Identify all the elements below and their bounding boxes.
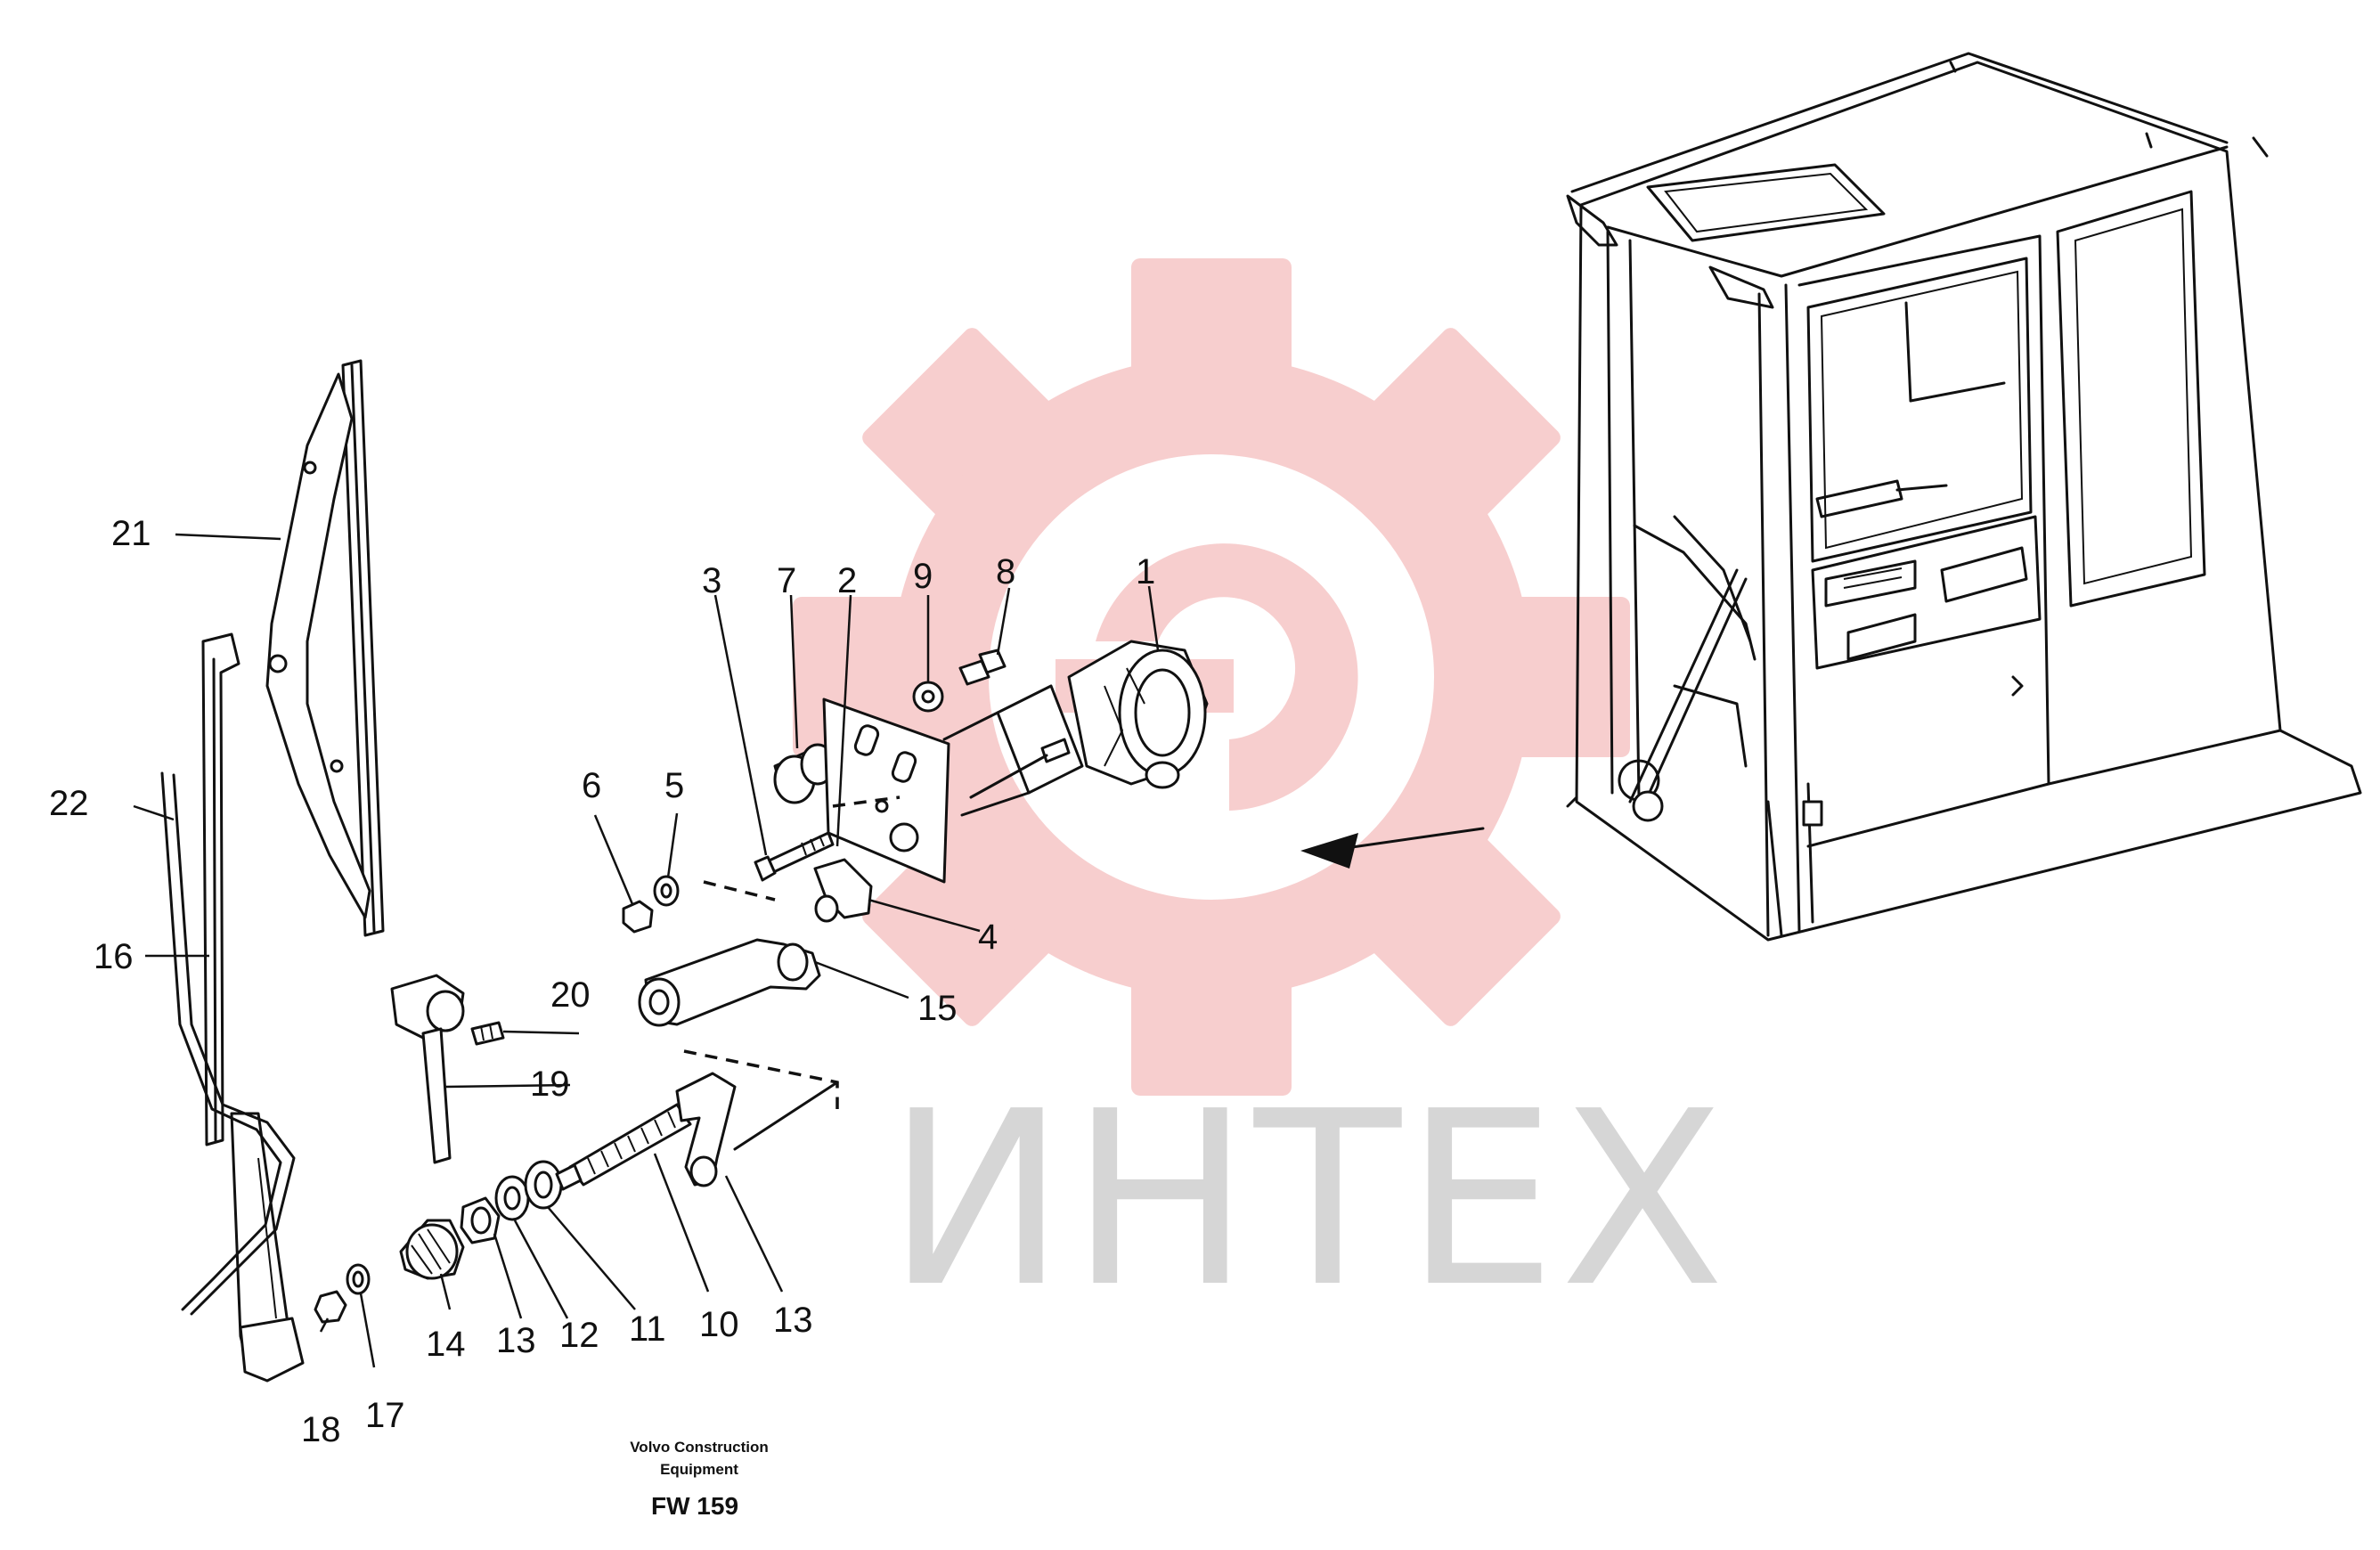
washer-9-part [912, 681, 944, 713]
alignment-dashed-lines [683, 880, 839, 1151]
wiper-blade-part [265, 359, 385, 937]
wiper-arm-part [201, 632, 305, 1383]
callout-3: 3 [702, 561, 721, 600]
bolt-3-part [754, 831, 835, 882]
callout-5: 5 [664, 766, 684, 805]
nut-13-part [460, 1196, 501, 1244]
clamp-19-part [390, 974, 465, 1164]
mounting-plate-2-part [822, 698, 950, 884]
crank-15-part [638, 938, 821, 1027]
nut-18-part [314, 1290, 347, 1324]
screw-8-part [958, 649, 1007, 686]
callout-21: 21 [111, 514, 151, 553]
shaft-10-part [555, 1103, 692, 1191]
watermark-text: ИНТЕХ [886, 1059, 1729, 1340]
bracket-4-part [813, 858, 873, 923]
figure-caption: Volvo Construction Equipment FW 159 [630, 1439, 769, 1520]
callout-17: 17 [365, 1396, 405, 1435]
callout-18: 18 [301, 1410, 341, 1449]
caption-line-1: Volvo Construction [630, 1439, 769, 1456]
callout-11: 11 [629, 1309, 666, 1349]
washer-hose-part [160, 771, 296, 1316]
callout-16: 16 [94, 937, 134, 976]
callout-22: 22 [49, 784, 89, 823]
caption-code: FW 159 [651, 1492, 738, 1520]
watermark-gear-logo: ИНТЕХ [793, 258, 1729, 1340]
callout-14: 14 [426, 1325, 466, 1364]
callout-10: 10 [699, 1305, 739, 1344]
callout-7: 7 [777, 561, 796, 600]
direction-arrow [1300, 827, 1485, 869]
cap-nut-14-part [399, 1219, 465, 1280]
callout-19: 19 [530, 1065, 570, 1104]
spacer-7-part [773, 743, 835, 804]
nut-6-part [622, 900, 654, 934]
callout-20: 20 [550, 975, 591, 1015]
callout-4: 4 [978, 918, 998, 957]
callout-6: 6 [582, 766, 601, 805]
lever-13-part [675, 1072, 737, 1187]
washer-17-part [346, 1263, 371, 1295]
washer-12-part [494, 1175, 530, 1221]
excavator-cab-illustration [1566, 52, 2362, 942]
callout-leader-lines [133, 533, 1160, 1368]
callout-9: 9 [913, 557, 933, 596]
washer-5-part [653, 875, 680, 907]
callout-2: 2 [837, 561, 857, 600]
screw-20-part [470, 1021, 505, 1046]
washer-11-part [524, 1160, 563, 1210]
callout-12: 12 [559, 1316, 599, 1355]
callout-8: 8 [996, 552, 1015, 591]
callout-1: 1 [1136, 552, 1155, 591]
callout-13-lower: 13 [496, 1321, 536, 1360]
wiper-motor-1-part [942, 640, 1209, 817]
callout-15: 15 [917, 989, 958, 1028]
callout-13-upper: 13 [773, 1301, 813, 1340]
callout-labels: 1 2 3 4 5 6 7 8 9 10 11 12 13 13 14 15 1… [49, 514, 1155, 1449]
caption-line-2: Equipment [660, 1461, 738, 1478]
